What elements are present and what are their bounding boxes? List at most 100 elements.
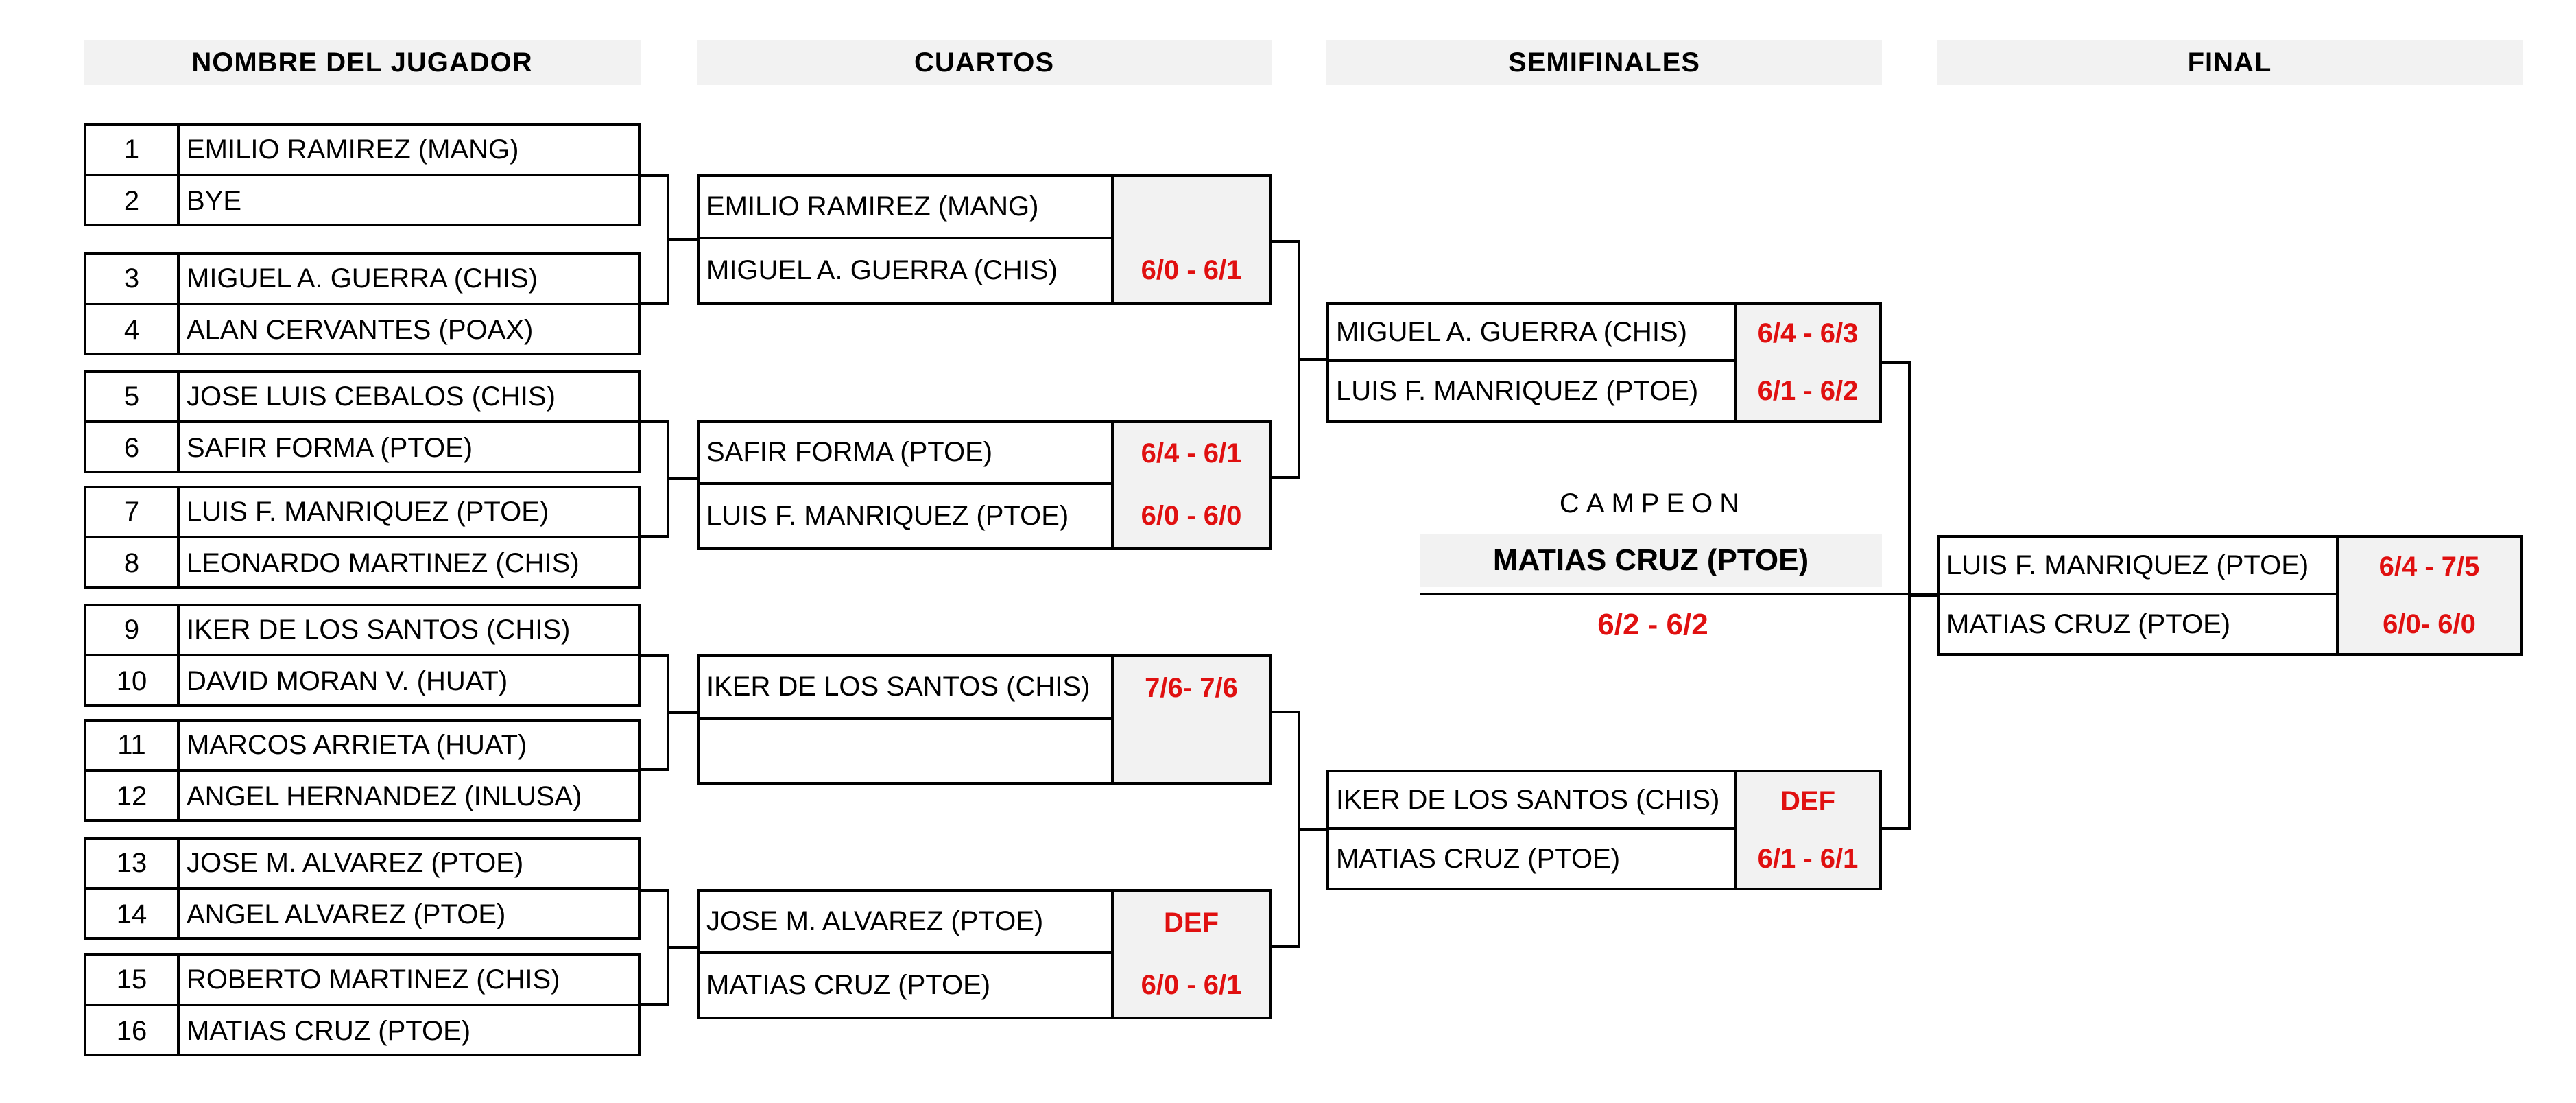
player-name: ROBERTO MARTINEZ (CHIS) [180, 956, 638, 1006]
match-player: MIGUEL A. GUERRA (CHIS) [1329, 305, 1734, 362]
champion-score: 6/2 - 6/2 [1597, 608, 1708, 641]
match-score: 6/0 - 6/0 [1111, 485, 1269, 547]
connector-line [667, 711, 697, 714]
player-seed: 16 [86, 1006, 180, 1056]
header-final: FINAL [1937, 40, 2523, 85]
match-player: LUIS F. MANRIQUEZ (PTOE) [706, 501, 1069, 531]
match-player: LUIS F. MANRIQUEZ (PTOE) [1336, 375, 1699, 406]
match-player [700, 720, 1111, 782]
player-seed: 4 [86, 305, 180, 355]
match-player: MIGUEL A. GUERRA (CHIS) [706, 255, 1058, 285]
match-score: 6/0 - 6/1 [1111, 239, 1269, 302]
player-seed: 14 [86, 890, 180, 940]
connector-line [641, 1003, 669, 1006]
player-seed: 5 [86, 373, 180, 423]
semifinal-match: IKER DE LOS SANTOS (CHIS)DEF MATIAS CRUZ … [1326, 770, 1882, 890]
match-score: 6/1 - 6/1 [1734, 830, 1879, 888]
match-score [1111, 177, 1269, 239]
match-player: JOSE M. ALVAREZ (PTOE) [700, 892, 1111, 954]
connector-line [641, 420, 669, 423]
connector-line [1272, 711, 1300, 713]
match-score [1111, 720, 1269, 782]
player-name: SAFIR FORMA (PTOE) [187, 433, 473, 463]
connector-line [1908, 594, 1937, 597]
player-seed: 6 [86, 423, 180, 473]
match-score: 6/0- 6/0 [2336, 595, 2520, 653]
player-name: JOSE LUIS CEBALOS (CHIS) [180, 373, 638, 423]
match-score: 6/1 - 6/2 [1734, 362, 1879, 420]
player-name: LEONARDO MARTINEZ (CHIS) [187, 548, 580, 578]
match-player: MATIAS CRUZ (PTOE) [706, 970, 991, 1000]
connector-line [641, 535, 669, 538]
match-score: 6/4 - 6/3 [1734, 305, 1879, 362]
match-player: IKER DE LOS SANTOS (CHIS) [1329, 772, 1734, 830]
player-name: MARCOS ARRIETA (HUAT) [180, 722, 638, 772]
connector-line [1298, 358, 1326, 361]
player-seed: 7 [86, 488, 180, 538]
player-seed: 8 [86, 538, 180, 589]
connector-line [1298, 828, 1326, 831]
player-seed: 2 [86, 176, 180, 226]
match-player: IKER DE LOS SANTOS (CHIS) [700, 657, 1111, 720]
player-name: ANGEL ALVAREZ (PTOE) [187, 899, 506, 929]
connector-line [667, 238, 697, 241]
match-score: 7/6- 7/6 [1111, 657, 1269, 720]
connector-line [1272, 240, 1300, 243]
connector-line [641, 302, 669, 305]
match-player: LUIS F. MANRIQUEZ (PTOE) [1940, 538, 2336, 595]
player-name: JOSE M. ALVAREZ (PTOE) [180, 840, 638, 890]
connector-line [641, 889, 669, 892]
match-score: 6/4 - 6/1 [1111, 423, 1269, 485]
champion-line [1420, 593, 1937, 595]
match-player: MATIAS CRUZ (PTOE) [1336, 843, 1621, 874]
quarterfinal-match: EMILIO RAMIREZ (MANG) MIGUEL A. GUERRA (C… [697, 174, 1272, 305]
player-name: MATIAS CRUZ (PTOE) [187, 1016, 471, 1046]
match-player: EMILIO RAMIREZ (MANG) [700, 177, 1111, 239]
header-semis: SEMIFINALES [1326, 40, 1882, 85]
connector-line [1882, 827, 1911, 830]
player-name: DAVID MORAN V. (HUAT) [187, 666, 508, 696]
connector-line [641, 174, 669, 177]
connector-line [641, 654, 669, 657]
header-players: NOMBRE DEL JUGADOR [84, 40, 641, 85]
player-seed: 12 [86, 772, 180, 822]
connector-line [641, 768, 669, 771]
player-name: IKER DE LOS SANTOS (CHIS) [180, 606, 638, 656]
player-seed: 11 [86, 722, 180, 772]
champion-name: MATIAS CRUZ (PTOE) [1420, 534, 1882, 587]
player-name: MIGUEL A. GUERRA (CHIS) [180, 255, 638, 305]
player-seed: 1 [86, 126, 180, 176]
player-name: ANGEL HERNANDEZ (INLUSA) [187, 781, 582, 811]
match-player: SAFIR FORMA (PTOE) [700, 423, 1111, 485]
player-seed: 15 [86, 956, 180, 1006]
connector-line [1272, 476, 1300, 479]
player-seed: 9 [86, 606, 180, 656]
match-score: 6/0 - 6/1 [1111, 954, 1269, 1017]
quarterfinal-match: JOSE M. ALVAREZ (PTOE)DEF MATIAS CRUZ (PT… [697, 889, 1272, 1019]
player-name: ALAN CERVANTES (POAX) [187, 315, 534, 345]
player-seed: 13 [86, 840, 180, 890]
player-name: EMILIO RAMIREZ (MANG) [180, 126, 638, 176]
quarterfinal-match: IKER DE LOS SANTOS (CHIS)7/6- 7/6 [697, 654, 1272, 785]
champion-label: CAMPEON [1559, 488, 1747, 519]
player-seed: 10 [86, 656, 180, 707]
match-score: 6/4 - 7/5 [2336, 538, 2520, 595]
connector-line [667, 477, 697, 480]
connector-line [1272, 945, 1300, 948]
header-quarters: CUARTOS [697, 40, 1272, 85]
player-name: LUIS F. MANRIQUEZ (PTOE) [180, 488, 638, 538]
connector-line [1882, 361, 1911, 364]
match-score: DEF [1111, 892, 1269, 954]
match-score: DEF [1734, 772, 1879, 830]
